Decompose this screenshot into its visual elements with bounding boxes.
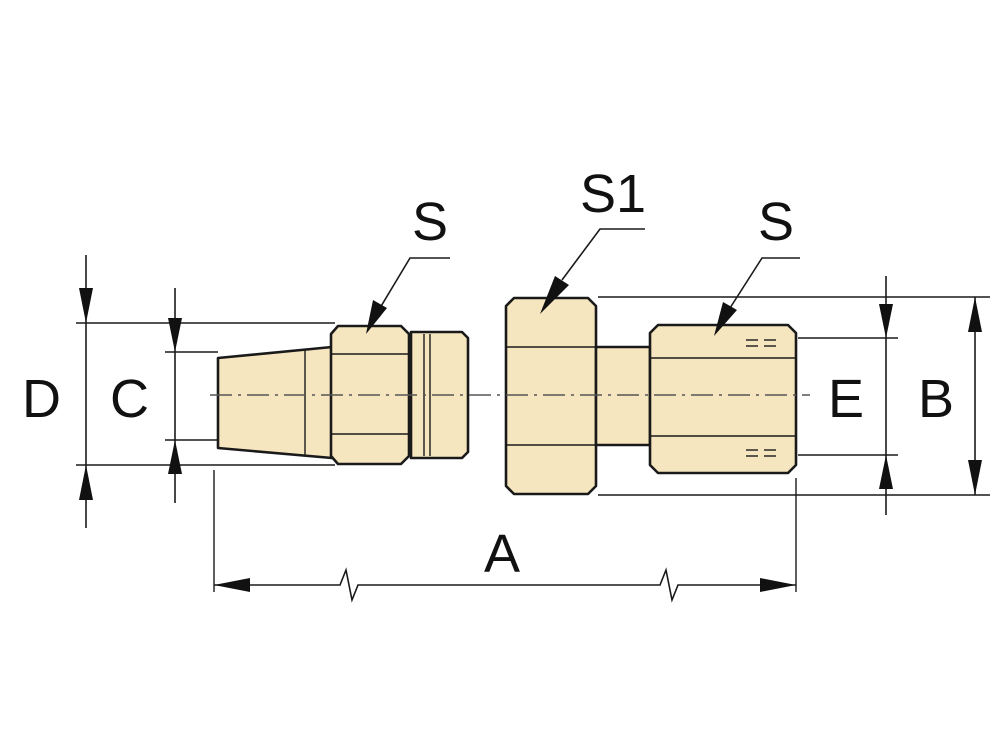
extension-lines: [76, 296, 990, 592]
dimension-a: [214, 567, 796, 603]
tapered-thread: [216, 345, 334, 460]
label-s1: S1: [580, 164, 646, 224]
dimension-e: [879, 276, 893, 515]
label-e: E: [828, 369, 864, 429]
label-a: A: [484, 524, 520, 584]
label-s-right: S: [758, 192, 794, 252]
dimension-c: [168, 288, 182, 503]
dimension-b: [968, 297, 982, 495]
dimension-d: [79, 255, 93, 528]
right-sleeve-nut: [648, 323, 798, 475]
label-b: B: [918, 369, 954, 429]
label-c: C: [110, 369, 149, 429]
leader-lines: [366, 228, 800, 336]
label-d: D: [22, 369, 61, 429]
right-hex-body: [504, 296, 598, 496]
label-s-left: S: [412, 192, 448, 252]
right-fitting: [504, 296, 798, 496]
right-neck: [594, 345, 652, 447]
